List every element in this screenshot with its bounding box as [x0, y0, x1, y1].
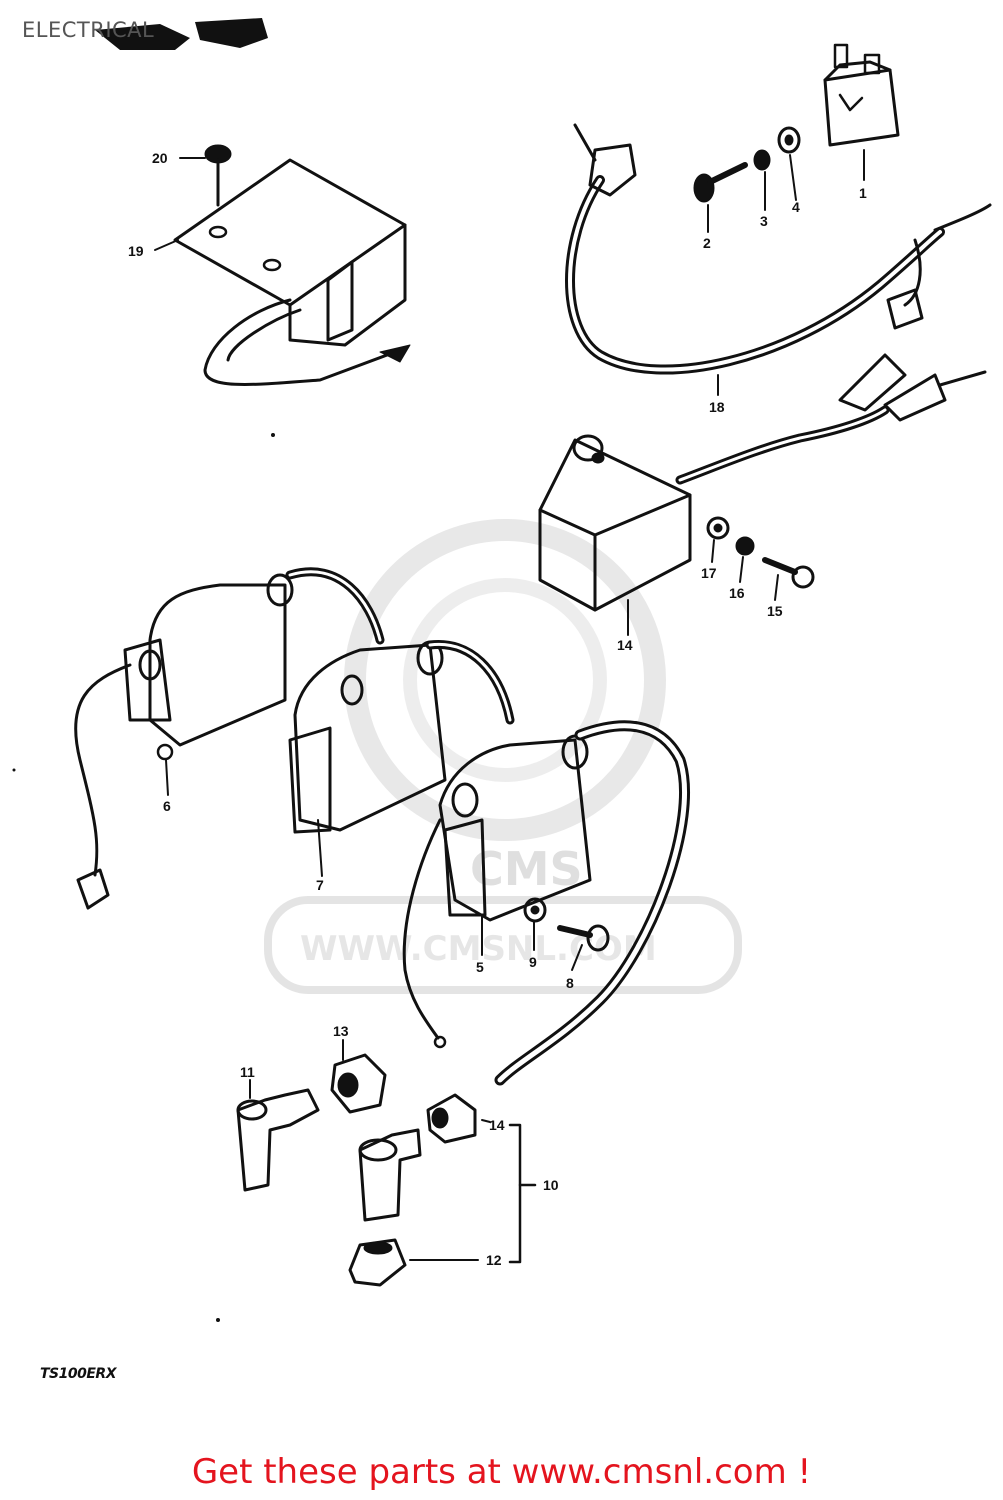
washer-part-9 — [523, 897, 547, 923]
callout-9: 9 — [529, 954, 537, 970]
bolt-part-8 — [557, 924, 610, 952]
relay — [823, 43, 900, 147]
leader-lines — [154, 149, 865, 1261]
ignition-coil-5 — [402, 720, 690, 1086]
callouts: 20 19 1 2 3 4 18 17 16 15 14 6 7 5 9 8 1… — [128, 150, 867, 1268]
callout-2: 2 — [703, 235, 711, 251]
callout-10: 10 — [543, 1177, 559, 1193]
wiring-harness — [565, 123, 992, 375]
callout-17: 17 — [701, 565, 717, 581]
washer-part-3 — [753, 149, 771, 171]
watermark-brand: CMS — [470, 842, 583, 896]
callout-3: 3 — [760, 213, 768, 229]
boot-part-12 — [348, 1238, 407, 1287]
page-title: ELECTRICAL — [22, 18, 155, 42]
callout-8: 8 — [566, 975, 574, 991]
plug-cap-10 — [358, 1128, 422, 1222]
bolt-part-2 — [693, 162, 748, 203]
screw-part-20 — [204, 144, 232, 207]
washer-part-17 — [706, 516, 730, 540]
scan-dots — [12, 433, 275, 1322]
callout-14-regulator: 14 — [617, 637, 633, 653]
washer-part-4 — [777, 126, 801, 154]
callout-18: 18 — [709, 399, 725, 415]
callout-4: 4 — [792, 199, 800, 215]
callout-19: 19 — [128, 243, 144, 259]
bolt-part-15 — [762, 557, 815, 589]
bracket-part-10 — [508, 1123, 522, 1264]
callout-7: 7 — [316, 877, 324, 893]
callout-16: 16 — [729, 585, 745, 601]
callout-20: 20 — [152, 150, 168, 166]
callout-13: 13 — [333, 1023, 349, 1039]
plug-cap-11 — [236, 1088, 320, 1192]
callout-14-nut: 14 — [489, 1117, 505, 1133]
callout-11: 11 — [240, 1064, 255, 1080]
nut-part-14-lower — [426, 1093, 477, 1144]
ignition-coil-6 — [74, 567, 385, 910]
model-code: TS100ERX — [40, 1366, 117, 1382]
scan-smudge — [95, 18, 268, 50]
ignition-coil-7 — [288, 639, 515, 834]
callout-6: 6 — [163, 798, 171, 814]
regulator-rectifier — [538, 353, 987, 612]
cdi-unit — [173, 158, 411, 386]
callout-5: 5 — [476, 959, 484, 975]
cta-link[interactable]: Get these parts at www.cmsnl.com ! — [191, 1452, 812, 1492]
washer-part-16 — [735, 536, 755, 556]
callout-12: 12 — [486, 1252, 502, 1268]
callout-1: 1 — [859, 185, 867, 201]
nut-part-13 — [330, 1053, 387, 1114]
watermark: CMS WWW.CMSNL.COM — [264, 519, 742, 994]
callout-15: 15 — [767, 603, 783, 619]
